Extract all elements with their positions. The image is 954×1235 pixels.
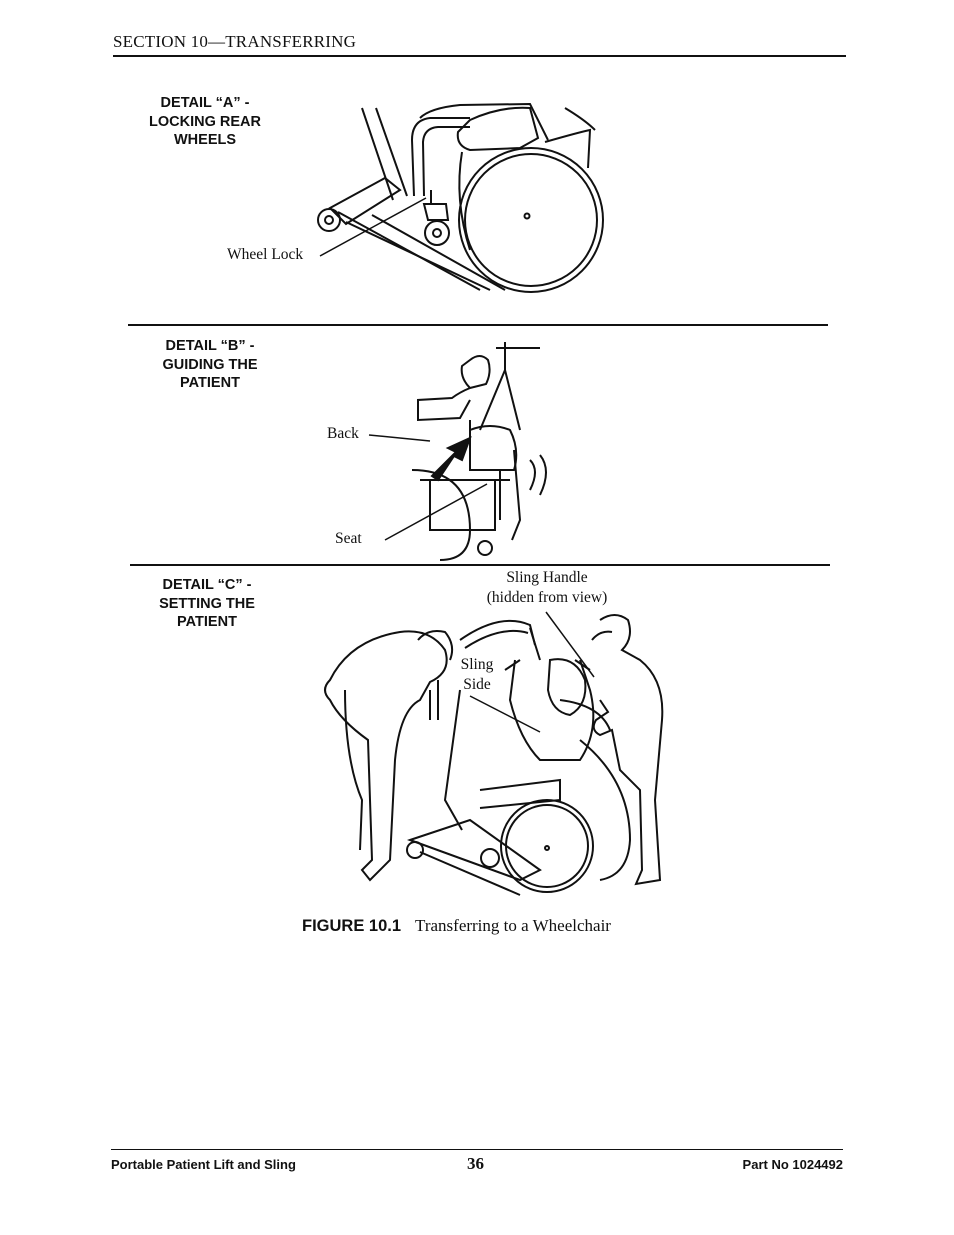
- seat-label: Seat: [335, 530, 362, 547]
- sling-side-label: Sling Side: [455, 655, 499, 695]
- detail-b-line1: DETAIL “B” -: [165, 338, 255, 354]
- footer-rule: [111, 1149, 843, 1150]
- figure-number: FIGURE 10.1: [302, 917, 402, 935]
- detail-a-line1: DETAIL “A” -: [160, 95, 250, 111]
- detail-c-line2: SETTING THE: [159, 595, 255, 612]
- sling-handle-label: Sling Handle (hidden from view): [474, 568, 620, 608]
- footer-title: Portable Patient Lift and Sling: [111, 1157, 296, 1172]
- footer-part-number: Part No 1024492: [742, 1157, 843, 1172]
- detail-c-line1: DETAIL “C” -: [162, 577, 252, 593]
- detail-b-line3: PATIENT: [180, 375, 240, 391]
- figure-caption: FIGURE 10.1 Transferring to a Wheelchair: [302, 916, 611, 936]
- back-label: Back: [327, 425, 359, 442]
- detail-b-line2: GUIDING THE: [162, 356, 258, 373]
- figure-caption-text: Transferring to a Wheelchair: [415, 916, 611, 935]
- detail-a-line3: WHEELS: [173, 132, 237, 148]
- detail-c-title: DETAIL “C” - SETTING THE PATIENT: [132, 576, 282, 632]
- detail-a-illustration: [317, 102, 604, 293]
- detail-b-title: DETAIL “B” - GUIDING THE PATIENT: [135, 337, 285, 393]
- divider-rule: [128, 324, 828, 326]
- detail-c-line3: PATIENT: [177, 614, 237, 630]
- detail-c-illustration: [324, 611, 664, 896]
- sling-handle-line2: (hidden from view): [486, 589, 608, 606]
- divider-rule: [130, 564, 830, 566]
- header-rule: [113, 55, 846, 57]
- detail-a-line2: LOCKING REAR: [149, 113, 261, 130]
- wheel-lock-label: Wheel Lock: [227, 246, 304, 263]
- section-title: SECTION 10—TRANSFERRING: [113, 32, 357, 51]
- detail-a-title: DETAIL “A” - LOCKING REAR WHEELS: [130, 94, 280, 150]
- sling-handle-line1: Sling Handle: [506, 569, 588, 586]
- detail-b-illustration: [368, 342, 547, 561]
- sling-side-line1: Sling: [460, 656, 494, 673]
- sling-side-line2: Side: [463, 676, 491, 693]
- page-number: 36: [467, 1154, 484, 1173]
